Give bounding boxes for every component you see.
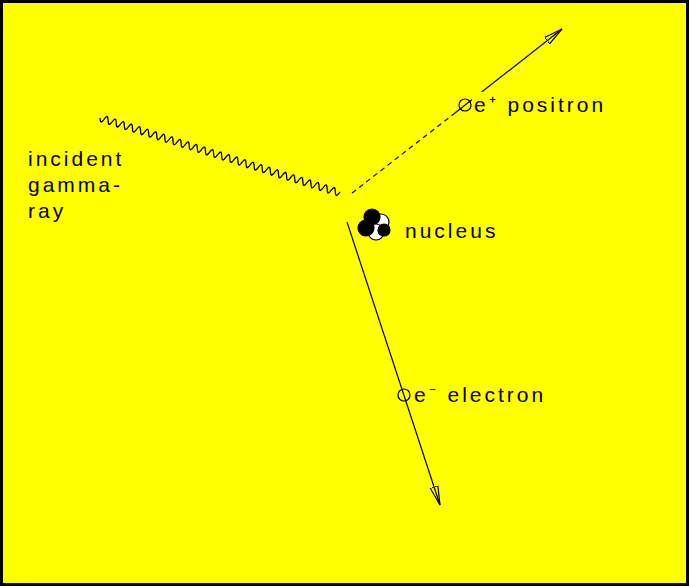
label: e⁺ positron [472,92,608,118]
electron-track [347,222,440,505]
nucleus-symbol [358,209,390,240]
positron-marker [459,99,471,111]
label: nucleus [403,218,500,244]
label: incident gamma-ray [26,146,162,224]
positron-track-dashed [352,113,455,193]
electron-marker [398,389,410,401]
label: e⁻ electron [412,382,548,408]
